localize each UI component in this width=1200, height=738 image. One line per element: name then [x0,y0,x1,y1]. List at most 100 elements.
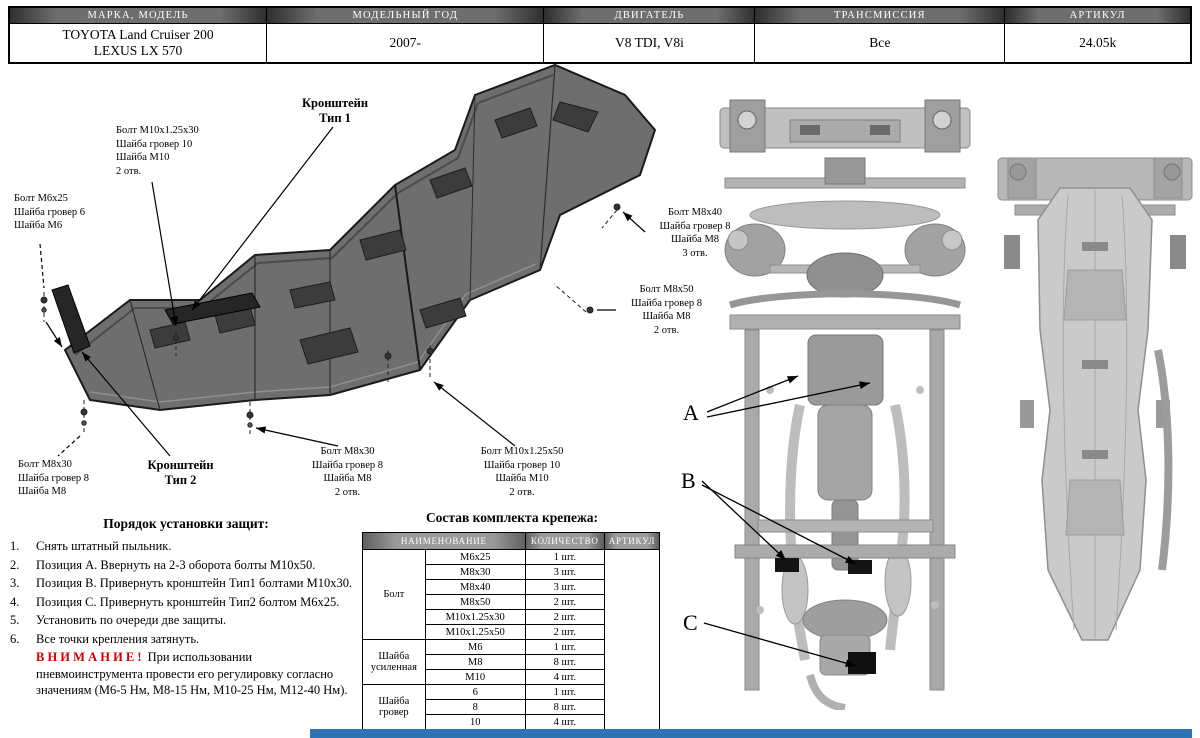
fastener-article [603,549,661,738]
footer-blue-stripe [310,729,1192,738]
installation-instructions: Порядок установки защит: 1. Снять штатны… [10,516,362,699]
callout-bolt-m8x30-left: Болт М8х30 Шайба гровер 8 Шайба М8 [18,459,89,498]
model-line-2: LEXUS LX 570 [93,43,183,58]
fastener-qty: 1 шт. [524,684,605,700]
position-letter-b: B [681,468,696,493]
value-make-model: TOYOTA Land Cruiser 200 LEXUS LX 570 [8,23,268,64]
fastener-name: М6х25 [424,549,526,565]
callout-bolt-m10x50: Болт М10х1.25х50 Шайба гровер 10 Шайба М… [480,446,564,498]
fastener-name: М10 [424,669,526,685]
photo-chassis-underside [719,99,971,710]
instructions-title: Порядок установки защит: [103,516,269,531]
fastener-name: М10х1.25х50 [424,624,526,640]
fastener-name: М10х1.25х30 [424,609,526,625]
fastener-row: Болт М6х25 1 шт. [362,549,661,738]
instruction-text: Позиция С. Привернуть кронштейн Тип2 бол… [36,594,340,609]
warning-note: В Н И М А Н И Е !При использовании пневм… [36,649,352,699]
instruction-item-2: 2. Позиция А. Ввернуть на 2-3 оборота бо… [10,557,362,574]
col-name: НАИМЕНОВАНИЕ [362,532,526,550]
col-engine: ДВИГАТЕЛЬ [543,6,756,24]
fastener-qty: 8 шт. [524,654,605,670]
bracket-type2-shape [51,284,91,354]
instruction-text: Все точки крепления затянуть. [36,631,200,646]
fasteners-table: НАИМЕНОВАНИЕ КОЛИЧЕСТВО АРТИКУЛ Болт М6х… [362,532,661,738]
fastener-qty: 8 шт. [524,699,605,715]
callout-bracket-type2: Кронштейн Тип 2 [147,458,214,487]
skid-plate-body [63,63,657,412]
instruction-text: Снять штатный пыльник. [36,539,172,553]
skid-plate-drawing [39,63,657,457]
photo-plates-installed [997,157,1193,641]
fastener-qty: 2 шт. [524,624,605,640]
callout-bolt-m8x50: Болт М8х50 Шайба гровер 8 Шайба М8 2 отв… [631,284,702,336]
position-letter-a: A [683,400,699,425]
value-transmission: Все [754,23,1006,64]
callout-bolt-m8x30-mid: Болт М8х30 Шайба гровер 8 Шайба М8 2 отв… [312,446,383,498]
plate-holes [149,101,599,365]
fastener-qty: 2 шт. [524,594,605,610]
value-engine: V8 TDI, V8i [543,23,756,64]
value-model-year: 2007- [266,23,545,64]
callout-bolt-m6x25: Болт М6х25 Шайба гровер 6 Шайба М6 [14,193,85,232]
fasteners-kit: Состав комплекта крепежа: НАИМЕНОВАНИЕ К… [362,510,662,738]
instruction-item-1: 1. Снять штатный пыльник. [10,538,362,555]
instruction-number: 2. [10,557,20,572]
value-article: 24.05k [1004,23,1192,64]
fastener-name: 8 [424,699,526,715]
fastener-qty: 2 шт. [524,609,605,625]
fastener-qty: 1 шт. [524,639,605,655]
fastener-name: М8 [424,654,526,670]
instruction-number: 4. [10,594,20,609]
col-article: АРТИКУЛ [1004,6,1192,24]
fastener-qty: 4 шт. [524,714,605,730]
instruction-item-4: 4. Позиция С. Привернуть кронштейн Тип2 … [10,594,362,611]
instruction-text: Установить по очереди две защиты. [36,613,227,627]
col-quantity: КОЛИЧЕСТВО [524,532,605,550]
group-washer: Шайба усиленная [362,639,426,685]
model-line-1: TOYOTA Land Cruiser 200 [62,27,214,42]
instruction-number: 3. [10,576,20,590]
warning-label: В Н И М А Н И Е ! [36,650,142,664]
instruction-item-5: 5. Установить по очереди две защиты. [10,612,362,629]
fastener-row: Шайба усиленная М6 1 шт. [362,639,660,685]
fastener-qty: 3 шт. [524,579,605,595]
callout-bracket-type1: Кронштейн Тип 1 [301,96,369,125]
mount-bracket-b2 [848,560,872,574]
instruction-item-3: 3. Позиция В. Привернуть кронштейн Тип1 … [10,575,362,592]
fastener-name: 10 [424,714,526,730]
fastener-name: М8х50 [424,594,526,610]
col-model-year: МОДЕЛЬНЫЙ ГОД [266,6,545,24]
leader-lines [39,126,646,457]
instruction-text: Позиция В. Привернуть кронштейн Тип1 бол… [36,576,353,590]
group-spring-washer: Шайба гровер [362,684,426,730]
spec-table: МАРКА, МОДЕЛЬ МОДЕЛЬНЫЙ ГОД ДВИГАТЕЛЬ ТР… [8,6,1192,64]
mount-bracket-c [848,652,876,674]
fastener-qty: 3 шт. [524,564,605,580]
mount-bracket-b1 [775,558,799,572]
group-bolt: Болт [362,549,426,640]
fastener-qty: 4 шт. [524,669,605,685]
position-letter-c: C [683,610,698,635]
fastener-name: М8х40 [424,579,526,595]
fasteners-title: Состав комплекта крепежа: [425,510,599,525]
spec-value-row: TOYOTA Land Cruiser 200 LEXUS LX 570 200… [8,23,1192,64]
fastener-name: М8х30 [424,564,526,580]
fasteners-header-row: НАИМЕНОВАНИЕ КОЛИЧЕСТВО АРТИКУЛ [362,532,661,550]
bracket-type1-shape [164,292,261,325]
instruction-number: 5. [10,613,20,627]
fastener-name: 6 [424,684,526,700]
col-art: АРТИКУЛ [603,532,661,550]
callout-bolt-m10x30: Болт М10х1.25х30 Шайба гровер 10 Шайба М… [116,125,199,177]
spec-header-row: МАРКА, МОДЕЛЬ МОДЕЛЬНЫЙ ГОД ДВИГАТЕЛЬ ТР… [8,6,1192,24]
warning-text: При использовании пневмоинструмента пров… [36,650,348,697]
fastener-name: М6 [424,639,526,655]
col-transmission: ТРАНСМИССИЯ [754,6,1006,24]
col-make-model: МАРКА, МОДЕЛЬ [8,6,268,24]
callout-bolt-m8x40: Болт М8х40 Шайба гровер 8 Шайба М8 3 отв… [659,207,731,259]
instruction-text: Позиция А. Ввернуть на 2-3 оборота болты… [36,557,316,572]
